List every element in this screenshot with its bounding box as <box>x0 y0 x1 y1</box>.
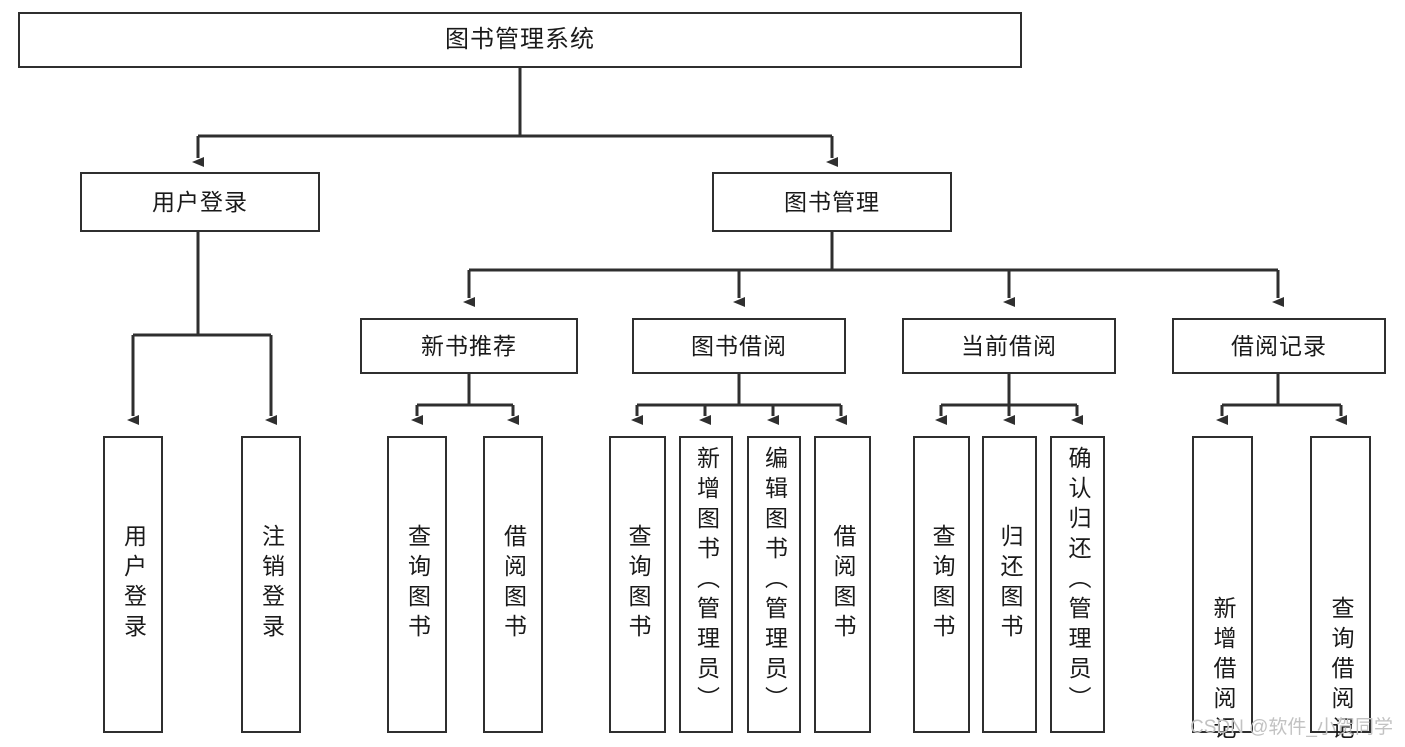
leaf-borrow-record-query-record-label: 查询借阅记录 <box>1328 596 1354 747</box>
node-user-login[interactable]: 用户登录 <box>80 172 320 232</box>
leaf-user-login-login[interactable]: 用户登录 <box>103 436 163 733</box>
leaf-current-borrow-return-book-label: 归还图书 <box>997 524 1023 644</box>
leaf-book-borrow-edit-book-admin-label: 编辑图书（管理员） <box>761 446 788 716</box>
node-book-management[interactable]: 图书管理 <box>712 172 952 232</box>
csdn-watermark: CSDN @软件_小贺同学 <box>1190 717 1393 738</box>
leaf-current-borrow-confirm-return-admin-label: 确认归还（管理员） <box>1065 446 1091 716</box>
leaf-user-login-logout[interactable]: 注销登录 <box>241 436 301 733</box>
leaf-borrow-record-add-record[interactable]: 新增借阅记录 <box>1192 436 1253 747</box>
leaf-current-borrow-query-book-label: 查询图书 <box>929 524 955 644</box>
leaf-user-login-logout-label: 注销登录 <box>258 524 285 644</box>
node-current-borrow[interactable]: 当前借阅 <box>902 318 1116 374</box>
node-borrow-record-label: 借阅记录 <box>1231 332 1327 359</box>
node-book-borrow-label: 图书借阅 <box>691 332 787 359</box>
leaf-new-book-borrow-book-label: 借阅图书 <box>500 524 527 644</box>
leaf-new-book-query-book[interactable]: 查询图书 <box>387 436 447 733</box>
leaf-borrow-record-add-record-label: 新增借阅记录 <box>1210 596 1236 747</box>
leaf-book-borrow-add-book-admin-label: 新增图书（管理员） <box>693 446 720 716</box>
leaf-book-borrow-edit-book-admin[interactable]: 编辑图书（管理员） <box>747 436 801 733</box>
node-new-book-recommendation-label: 新书推荐 <box>421 332 517 359</box>
node-root-label: 图书管理系统 <box>445 26 595 54</box>
leaf-current-borrow-query-book[interactable]: 查询图书 <box>913 436 970 733</box>
leaf-borrow-record-query-record[interactable]: 查询借阅记录 <box>1310 436 1371 747</box>
node-book-borrow[interactable]: 图书借阅 <box>632 318 846 374</box>
leaf-user-login-login-label: 用户登录 <box>120 524 147 644</box>
leaf-book-borrow-add-book-admin[interactable]: 新增图书（管理员） <box>679 436 733 733</box>
node-book-management-label: 图书管理 <box>784 188 880 215</box>
leaf-current-borrow-confirm-return-admin[interactable]: 确认归还（管理员） <box>1050 436 1105 733</box>
leaf-new-book-borrow-book[interactable]: 借阅图书 <box>483 436 543 733</box>
leaf-book-borrow-query-book[interactable]: 查询图书 <box>609 436 666 733</box>
leaf-book-borrow-borrow-book[interactable]: 借阅图书 <box>814 436 871 733</box>
leaf-book-borrow-query-book-label: 查询图书 <box>625 524 651 644</box>
node-new-book-recommendation[interactable]: 新书推荐 <box>360 318 578 374</box>
node-current-borrow-label: 当前借阅 <box>961 332 1057 359</box>
leaf-new-book-query-book-label: 查询图书 <box>404 524 431 644</box>
node-user-login-label: 用户登录 <box>152 188 248 215</box>
leaf-current-borrow-return-book[interactable]: 归还图书 <box>982 436 1037 733</box>
leaf-book-borrow-borrow-book-label: 借阅图书 <box>830 524 856 644</box>
node-root-book-management-system[interactable]: 图书管理系统 <box>18 12 1022 68</box>
node-borrow-record[interactable]: 借阅记录 <box>1172 318 1386 374</box>
